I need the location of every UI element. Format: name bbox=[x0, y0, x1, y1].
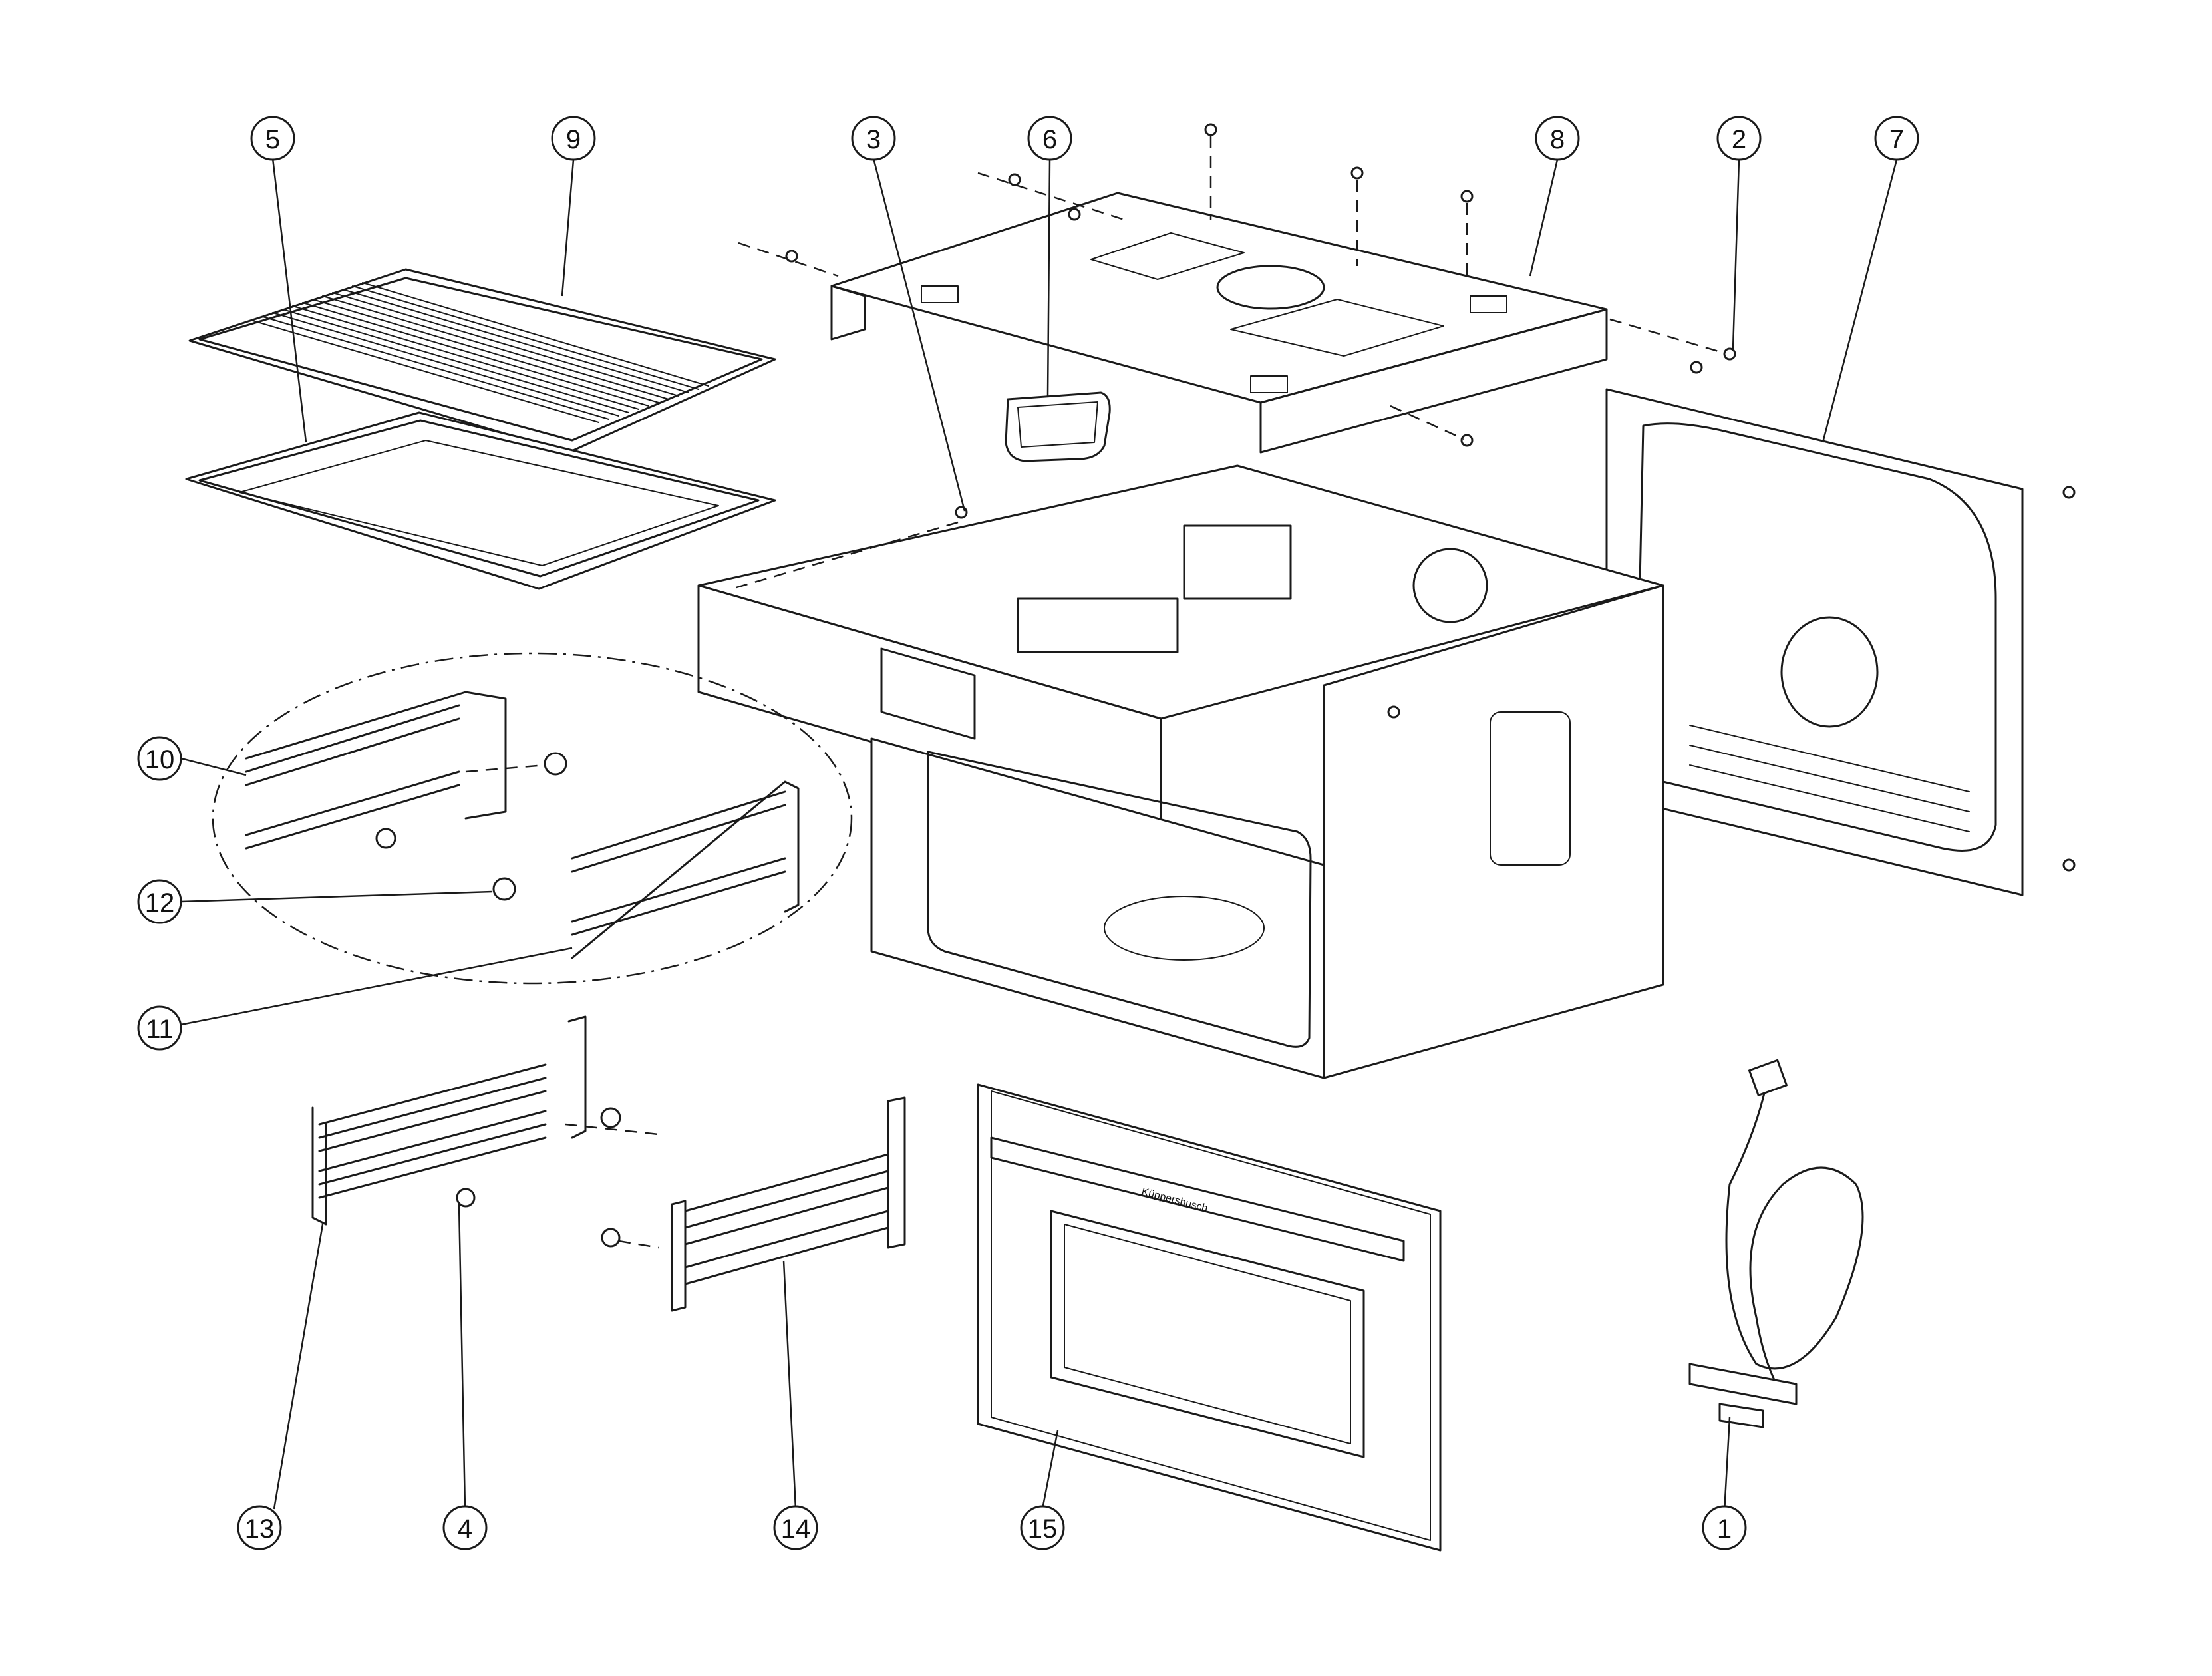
screws bbox=[785, 123, 2076, 872]
callout-14: 14 bbox=[773, 1505, 818, 1550]
leader-lines bbox=[180, 158, 1898, 1513]
callout-3-label: 3 bbox=[866, 125, 881, 154]
callout-5-label: 5 bbox=[265, 125, 280, 154]
wire-rack-part bbox=[188, 268, 776, 454]
callout-2: 2 bbox=[1716, 116, 1762, 161]
rear-panel-part bbox=[1605, 388, 2024, 896]
callout-10-label: 10 bbox=[145, 745, 175, 774]
callout-12-label: 12 bbox=[145, 888, 175, 918]
callout-12: 12 bbox=[137, 879, 182, 924]
callout-15: 15 bbox=[1020, 1505, 1065, 1550]
callout-14-label: 14 bbox=[781, 1514, 811, 1544]
callout-13-label: 13 bbox=[245, 1514, 275, 1544]
callout-9: 9 bbox=[551, 116, 596, 161]
callout-1-label: 1 bbox=[1717, 1514, 1732, 1544]
callout-10: 10 bbox=[137, 736, 182, 781]
callout-6: 6 bbox=[1027, 116, 1072, 161]
callout-7-label: 7 bbox=[1889, 125, 1904, 154]
callout-11-label: 11 bbox=[146, 1015, 174, 1044]
baking-tray-part bbox=[185, 411, 776, 590]
callout-6-label: 6 bbox=[1042, 125, 1057, 154]
callout-5: 5 bbox=[250, 116, 295, 161]
power-cord-part bbox=[1688, 1059, 1864, 1428]
callout-2-label: 2 bbox=[1732, 125, 1746, 154]
callout-7: 7 bbox=[1874, 116, 1919, 161]
oven-body bbox=[697, 464, 1664, 1079]
callout-9-label: 9 bbox=[566, 125, 581, 154]
vent-cap-part bbox=[1005, 391, 1111, 462]
callout-3: 3 bbox=[851, 116, 896, 161]
callout-4-label: 4 bbox=[458, 1514, 472, 1544]
assembly-dashes bbox=[465, 136, 1724, 1249]
runner-group-10-11-12 bbox=[212, 652, 853, 985]
callout-15-label: 15 bbox=[1028, 1514, 1058, 1544]
left-runner-part-13 bbox=[311, 1015, 621, 1226]
right-runner-part-14 bbox=[601, 1096, 906, 1312]
callout-8: 8 bbox=[1535, 116, 1580, 161]
top-cover-plate-part bbox=[830, 192, 1608, 454]
callout-11: 11 bbox=[137, 1005, 182, 1051]
oven-door-part: Küppersbusch bbox=[977, 1083, 1442, 1552]
callout-4: 4 bbox=[442, 1505, 488, 1550]
callout-1: 1 bbox=[1702, 1505, 1747, 1550]
callout-13: 13 bbox=[237, 1505, 282, 1550]
callout-8-label: 8 bbox=[1550, 125, 1565, 154]
